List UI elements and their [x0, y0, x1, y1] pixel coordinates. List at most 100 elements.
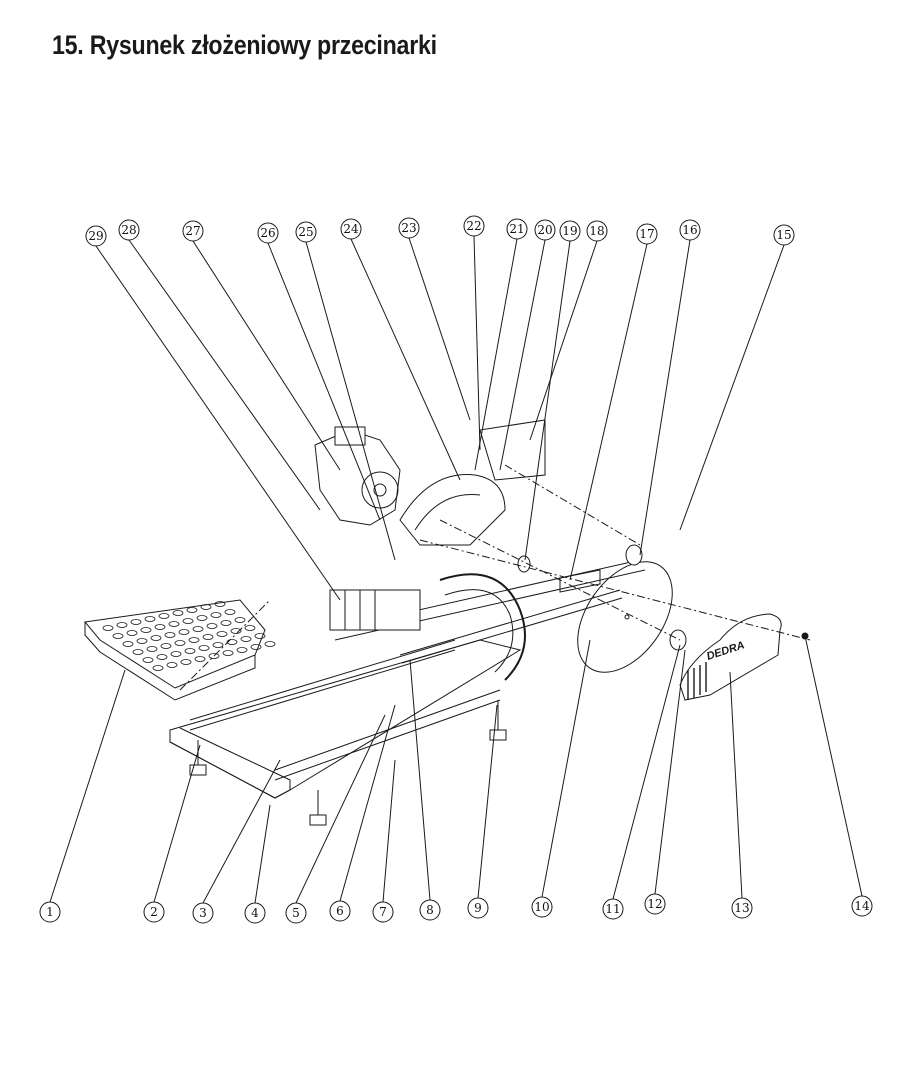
callout-number: 18: [589, 224, 604, 238]
callout-16: 16: [639, 219, 701, 556]
leader-line: [350, 238, 461, 481]
table-slot: [172, 610, 184, 616]
callout-number: 3: [199, 906, 207, 920]
callout-number: 4: [251, 906, 259, 920]
callout-18: 18: [529, 220, 608, 441]
callout-number: 8: [426, 903, 434, 917]
callout-circle: [731, 897, 753, 919]
callout-1: 1: [39, 669, 126, 923]
callout-29: 29: [85, 225, 341, 601]
cutting-blade: [517, 544, 687, 673]
callout-number: 21: [509, 222, 524, 236]
callout-circle: [295, 221, 317, 243]
table-slot: [160, 643, 172, 649]
callout-21: 21: [474, 218, 528, 471]
leader-line: [729, 671, 743, 899]
leader-line: [95, 245, 341, 601]
callout-circle: [851, 895, 873, 917]
table-slot: [212, 642, 224, 648]
leader-line: [267, 242, 381, 521]
table-slot: [214, 601, 226, 607]
callout-number: 6: [336, 904, 344, 918]
callout-circle: [398, 217, 420, 239]
callout-circle: [679, 219, 701, 241]
callout-10: 10: [531, 639, 591, 918]
callout-4: 4: [244, 804, 271, 924]
callout-circle: [192, 902, 214, 924]
table-slot: [126, 630, 138, 636]
table-slot: [254, 633, 266, 639]
callout-23: 23: [398, 217, 471, 421]
callout-number: 19: [562, 224, 577, 238]
callout-number: 2: [150, 905, 158, 919]
callout-circle: [586, 220, 608, 242]
callout-circle: [602, 898, 624, 920]
callout-19: 19: [524, 220, 581, 561]
callout-number: 16: [682, 223, 697, 237]
table-slot: [198, 645, 210, 651]
callout-24: 24: [340, 218, 461, 481]
table-slot: [178, 629, 190, 635]
sliding-table: [84, 599, 276, 701]
callout-circle: [534, 219, 556, 241]
callout-circle: [329, 900, 351, 922]
table-slot: [146, 646, 158, 652]
table-slot: [210, 612, 222, 618]
table-slot: [170, 651, 182, 657]
table-slot: [196, 615, 208, 621]
table-slot: [222, 650, 234, 656]
table-slot: [150, 635, 162, 641]
table-slot: [202, 634, 214, 640]
callout-6: 6: [329, 704, 396, 922]
leader-line: [541, 639, 591, 898]
callout-15: 15: [679, 224, 795, 531]
table-slot: [136, 638, 148, 644]
table-slot: [182, 618, 194, 624]
callout-circle: [85, 225, 107, 247]
callout-circle: [285, 902, 307, 924]
table-slot: [116, 622, 128, 628]
leader-line: [339, 704, 396, 902]
callout-number: 5: [292, 906, 300, 920]
table-slot: [226, 639, 238, 645]
callout-circle: [463, 215, 485, 237]
callout-8: 8: [409, 659, 441, 921]
callout-3: 3: [192, 759, 281, 924]
callout-circle: [531, 896, 553, 918]
callout-28: 28: [118, 219, 321, 511]
callout-number: 9: [474, 901, 482, 915]
leader-line: [569, 243, 648, 581]
callout-number: 29: [88, 229, 103, 243]
leader-line: [804, 635, 863, 897]
callout-number: 28: [121, 223, 136, 237]
leader-line: [128, 239, 321, 511]
callout-number: 15: [776, 228, 791, 242]
callout-5: 5: [285, 714, 386, 924]
callout-number: 1: [46, 905, 54, 919]
table-slot: [184, 648, 196, 654]
table-slot: [230, 628, 242, 634]
table-slot: [180, 659, 192, 665]
table-slot: [174, 640, 186, 646]
leader-line: [473, 235, 481, 451]
table-slot: [208, 653, 220, 659]
leader-line: [382, 759, 396, 903]
callout-circle: [340, 218, 362, 240]
leader-line: [529, 240, 598, 441]
callout-27: 27: [182, 220, 341, 471]
callout-12: 12: [644, 649, 686, 915]
leader-line: [305, 241, 396, 561]
leader-line: [639, 239, 691, 556]
leader-line: [409, 659, 431, 901]
table-slot: [250, 644, 262, 650]
callout-number: 27: [185, 224, 200, 238]
callout-circle: [467, 897, 489, 919]
table-slot: [194, 656, 206, 662]
callout-number: 22: [466, 219, 481, 233]
table-slot: [224, 609, 236, 615]
table-slot: [216, 631, 228, 637]
table-slot: [156, 654, 168, 660]
leader-line: [524, 240, 571, 561]
table-slot: [102, 625, 114, 631]
